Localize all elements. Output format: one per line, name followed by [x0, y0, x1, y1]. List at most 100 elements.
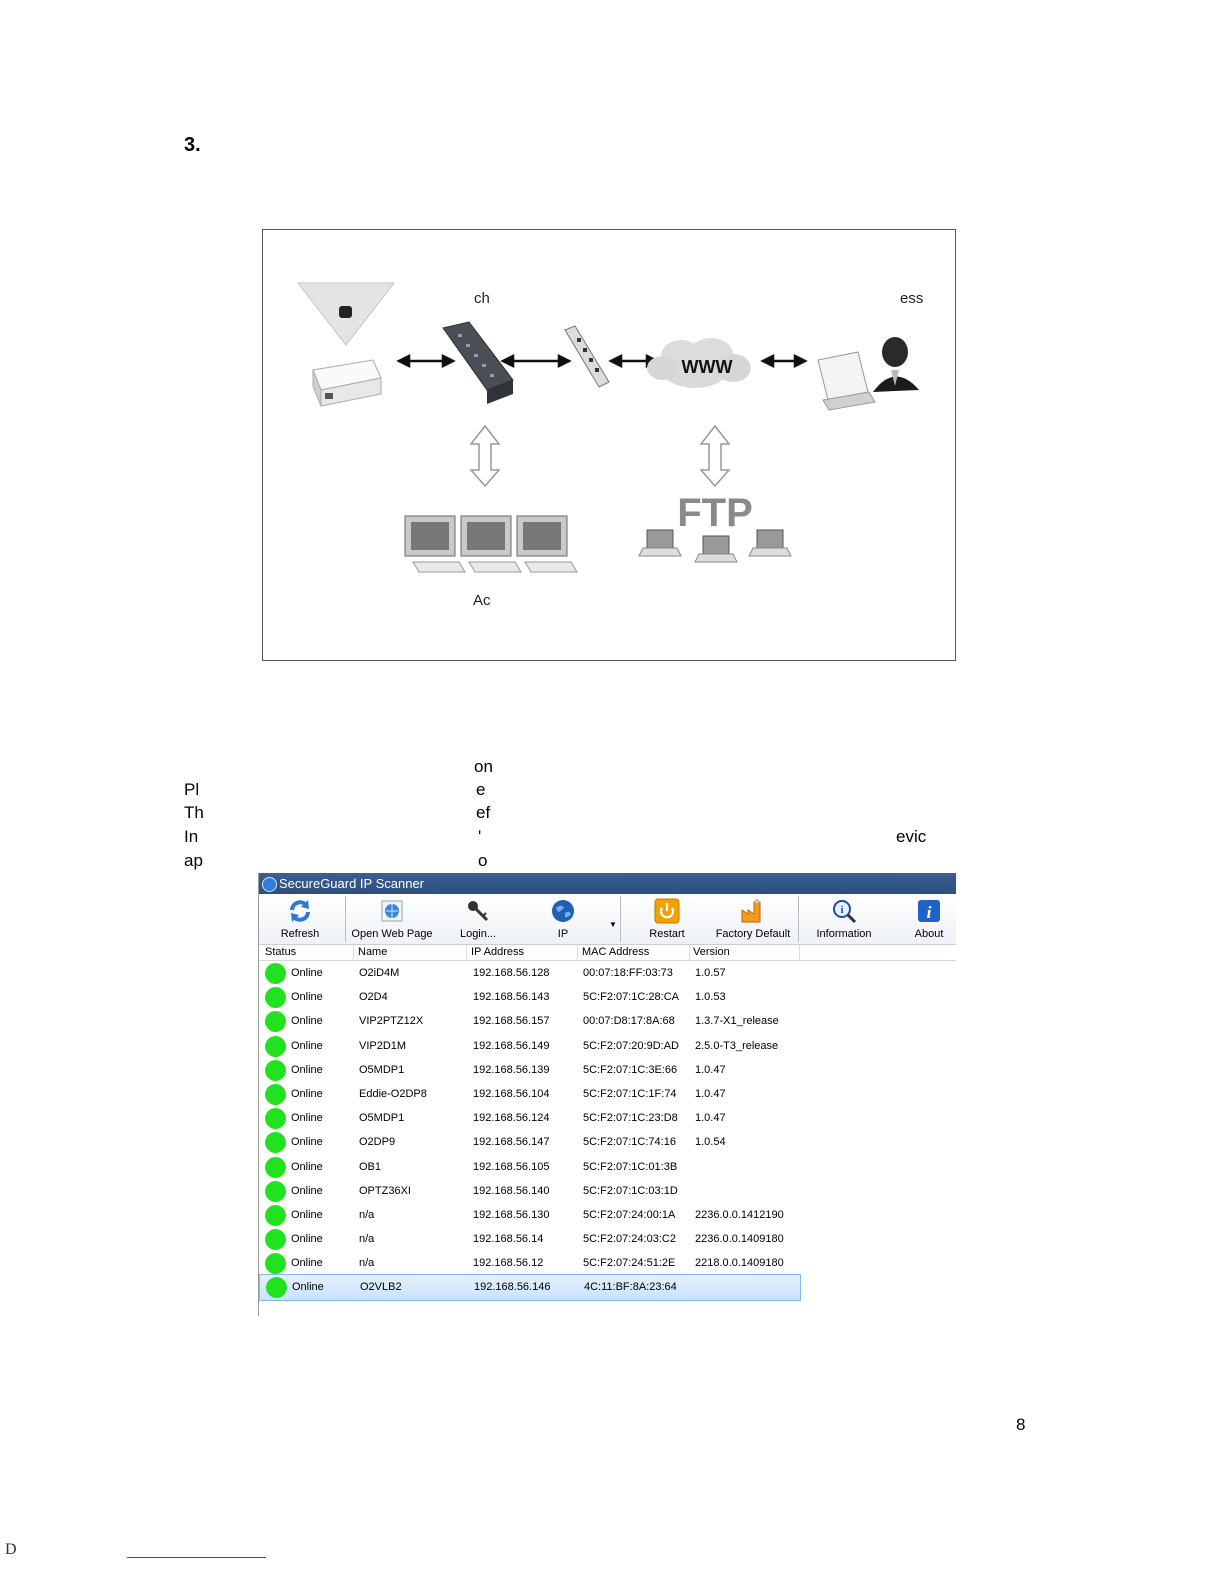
column-header-ip[interactable]: IP Address	[471, 946, 524, 958]
cell-status: Online	[291, 1112, 323, 1125]
factory-icon	[741, 899, 761, 923]
router-icon	[564, 325, 610, 388]
table-header: Status Name IP Address MAC Address Versi…	[259, 945, 956, 961]
login-button[interactable]: Login...	[453, 894, 503, 944]
column-header-status[interactable]: Status	[265, 946, 297, 958]
cell-ip: 192.168.56.104	[473, 1087, 550, 1100]
power-icon	[654, 898, 680, 924]
cell-mac: 5C:F2:07:20:9D:AD	[583, 1039, 679, 1052]
refresh-label: Refresh	[280, 928, 320, 940]
restart-label: Restart	[649, 928, 685, 940]
online-status-icon	[265, 1083, 286, 1105]
column-header-name[interactable]: Name	[358, 946, 388, 958]
factory-default-button[interactable]: Factory Default	[711, 894, 795, 944]
ip-dropdown-arrow-icon[interactable]: ▼	[609, 920, 617, 929]
cell-mac: 5C:F2:07:1C:1F:74	[583, 1087, 677, 1100]
refresh-icon	[290, 900, 310, 922]
online-status-icon	[265, 1011, 286, 1033]
cell-status: Online	[291, 1257, 323, 1270]
cell-mac: 5C:F2:07:24:00:1A	[583, 1208, 676, 1221]
online-status-icon	[265, 1108, 286, 1130]
cell-version: 1.0.54	[695, 1136, 726, 1149]
online-status-icon	[266, 1277, 287, 1299]
paragraph-fragment: ef	[476, 803, 491, 822]
online-status-icon	[265, 1180, 286, 1202]
cell-mac: 5C:F2:07:1C:03:1D	[583, 1184, 678, 1197]
paragraph-fragment: ap	[184, 851, 203, 870]
key-icon	[468, 901, 489, 922]
paragraph-fragment: '	[478, 827, 482, 846]
cell-status: Online	[291, 1015, 323, 1028]
open-web-page-button[interactable]: Open Web Page	[351, 894, 433, 944]
cell-name: Eddie-O2DP8	[359, 1087, 427, 1100]
ip-scanner-window: SecureGuard IP Scanner Refresh Open Web …	[258, 873, 956, 1316]
cell-ip: 192.168.56.105	[473, 1160, 550, 1173]
cell-status: Online	[291, 1233, 323, 1246]
cell-version: 1.0.47	[695, 1112, 726, 1125]
cell-status: Online	[292, 1281, 324, 1294]
online-status-icon	[265, 1059, 286, 1081]
ip-button[interactable]: IP	[543, 894, 583, 944]
refresh-button[interactable]: Refresh	[273, 894, 327, 944]
factory-default-label: Factory Default	[715, 928, 791, 940]
ftp-icon: FTP	[638, 491, 792, 563]
magnifier-icon: i	[833, 900, 857, 924]
cell-version: 2218.0.0.1409180	[695, 1257, 784, 1270]
cell-version: 1.0.57	[695, 967, 726, 979]
login-label: Login...	[459, 928, 497, 940]
cell-version: 1.0.47	[695, 1063, 726, 1076]
online-status-icon	[265, 1253, 286, 1275]
cell-mac: 5C:F2:07:1C:01:3B	[583, 1160, 678, 1173]
cell-ip: 192.168.56.147	[473, 1136, 550, 1149]
cell-mac: 5C:F2:07:1C:28:CA	[583, 991, 679, 1004]
paragraph-fragment: evic	[896, 827, 927, 846]
cell-ip: 192.168.56.14	[473, 1233, 544, 1246]
cell-mac: 5C:F2:07:1C:74:16	[583, 1136, 676, 1149]
cell-ip: 192.168.56.146	[474, 1281, 551, 1294]
cell-ip: 192.168.56.143	[473, 991, 550, 1004]
paragraph-fragment: o	[478, 851, 488, 870]
ip-label: IP	[557, 928, 569, 940]
cell-name: O5MDP1	[359, 1112, 405, 1125]
cell-ip: 192.168.56.139	[473, 1063, 550, 1076]
cell-name: OB1	[359, 1160, 382, 1173]
column-header-version[interactable]: Version	[693, 946, 730, 958]
restart-button[interactable]: Restart	[643, 894, 691, 944]
footer-link-underline[interactable]	[127, 1557, 266, 1558]
cell-ip: 192.168.56.124	[473, 1112, 550, 1125]
about-button[interactable]: i About	[911, 894, 947, 944]
window-titlebar: SecureGuard IP Scanner	[259, 873, 956, 894]
table-row[interactable]: Online Eddie-O2DP8 192.168.56.104 5C:F2:07:…	[259, 1082, 956, 1106]
open-web-page-label: Open Web Page	[351, 928, 433, 940]
local-computers-icon	[404, 515, 578, 573]
cell-status: Online	[291, 1087, 323, 1100]
svg-text:i: i	[927, 903, 932, 922]
cell-version: 1.3.7-X1_release	[695, 1015, 779, 1028]
online-status-icon	[265, 1132, 286, 1154]
switch-icon	[442, 321, 514, 404]
window-title: SecureGuard IP Scanner	[279, 876, 425, 891]
info-icon: i	[918, 900, 940, 922]
cell-status: Online	[291, 967, 323, 979]
encoder-icon	[312, 359, 382, 407]
page-number: 8	[1016, 1415, 1026, 1434]
cell-mac: 4C:11:BF:8A:23:64	[584, 1281, 677, 1294]
cell-name: VIP2D1M	[359, 1039, 407, 1052]
column-header-mac[interactable]: MAC Address	[582, 946, 650, 958]
cell-ip: 192.168.56.140	[473, 1184, 550, 1197]
cell-status: Online	[291, 1136, 323, 1149]
information-button[interactable]: i Information	[813, 894, 875, 944]
